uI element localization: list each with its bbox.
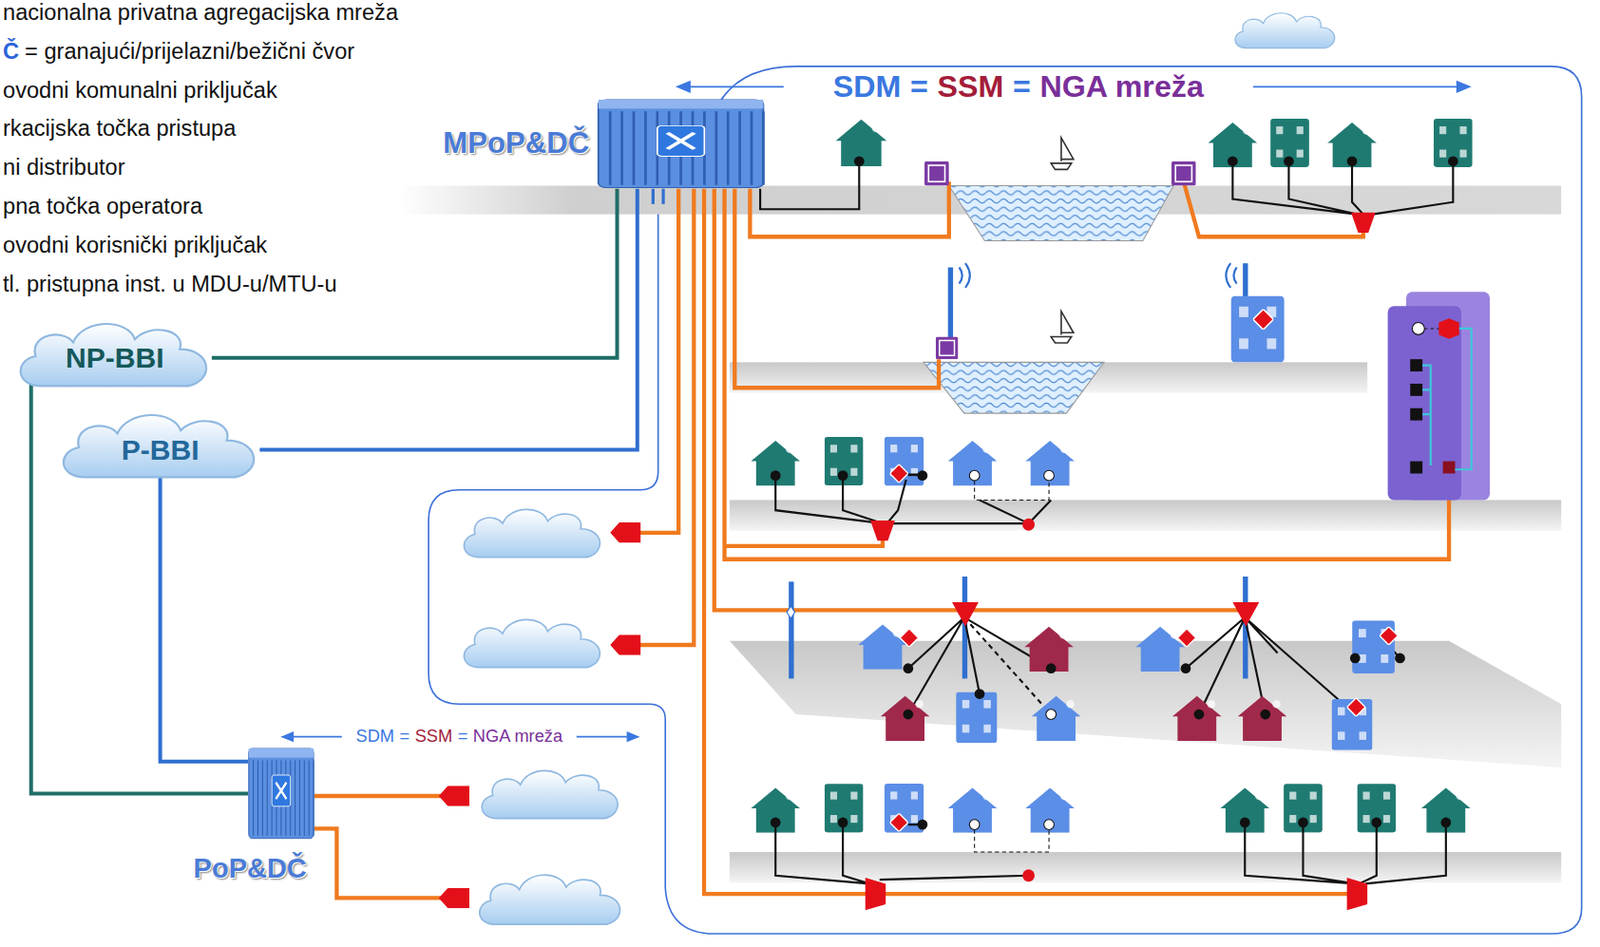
legend-text: rkacijska točka pristupa [2,115,236,142]
link-line [160,474,248,762]
legend-line: tl. pristupna inst. u MDU-u/MTU-u [2,271,338,298]
legend-text: ovodni korisnički priključak [2,232,267,259]
network-title: SDM=SSM=NGA mreža [827,69,1210,105]
title-part: = [1012,69,1031,105]
legend-line: ovodni korisnički priključak [2,232,267,259]
network-title: SDM=SSM=NGA mreža [349,725,569,747]
legend-text: Č [2,38,20,65]
legend-line: rkacijska točka pristupa [2,115,236,142]
legend-line: nacionalna privatna agregacijska mreža [2,0,399,26]
title-part: SSM [937,69,1005,105]
legend-text: ovodni komunalni priključak [2,77,278,104]
title-part: = [457,725,469,747]
title-part: SSM [415,725,454,747]
legend-text: ni distributor [2,154,126,181]
node-label: PoP&DČ [193,853,307,885]
legend-line: ni distributor [2,154,126,181]
node-label: MPoP&DČ [442,126,590,161]
cloud-node: P-BBI [53,405,268,486]
title-part: SDM [355,725,395,747]
node-label: P-BBI [121,434,200,467]
switch-icon [247,747,315,840]
title-part: NGA mreža [1039,69,1203,105]
legend-text: pna točka operatora [2,193,203,220]
legend-line: Č= granajući/prijelazni/bežični čvor [2,38,355,65]
title-part: SDM [833,69,902,105]
legend-text: = granajući/prijelazni/bežični čvor [24,38,355,65]
node-label: NP-BBI [65,342,165,375]
link-line [259,189,637,451]
legend-line: pna točka operatora [2,193,203,220]
title-part: = [910,69,929,105]
pop-node: PoP&DČ [247,747,315,840]
title-part: NGA mreža [473,725,563,747]
legend-line: ovodni komunalni priključak [2,77,278,104]
legend-text: tl. pristupna inst. u MDU-u/MTU-u [2,271,338,298]
title-part: = [399,725,410,747]
switch-icon [596,98,765,190]
legend-text: nacionalna privatna agregacijska mreža [2,0,399,26]
cloud-node: NP-BBI [10,314,220,395]
mpop-node: MPoP&DČ [596,98,765,190]
